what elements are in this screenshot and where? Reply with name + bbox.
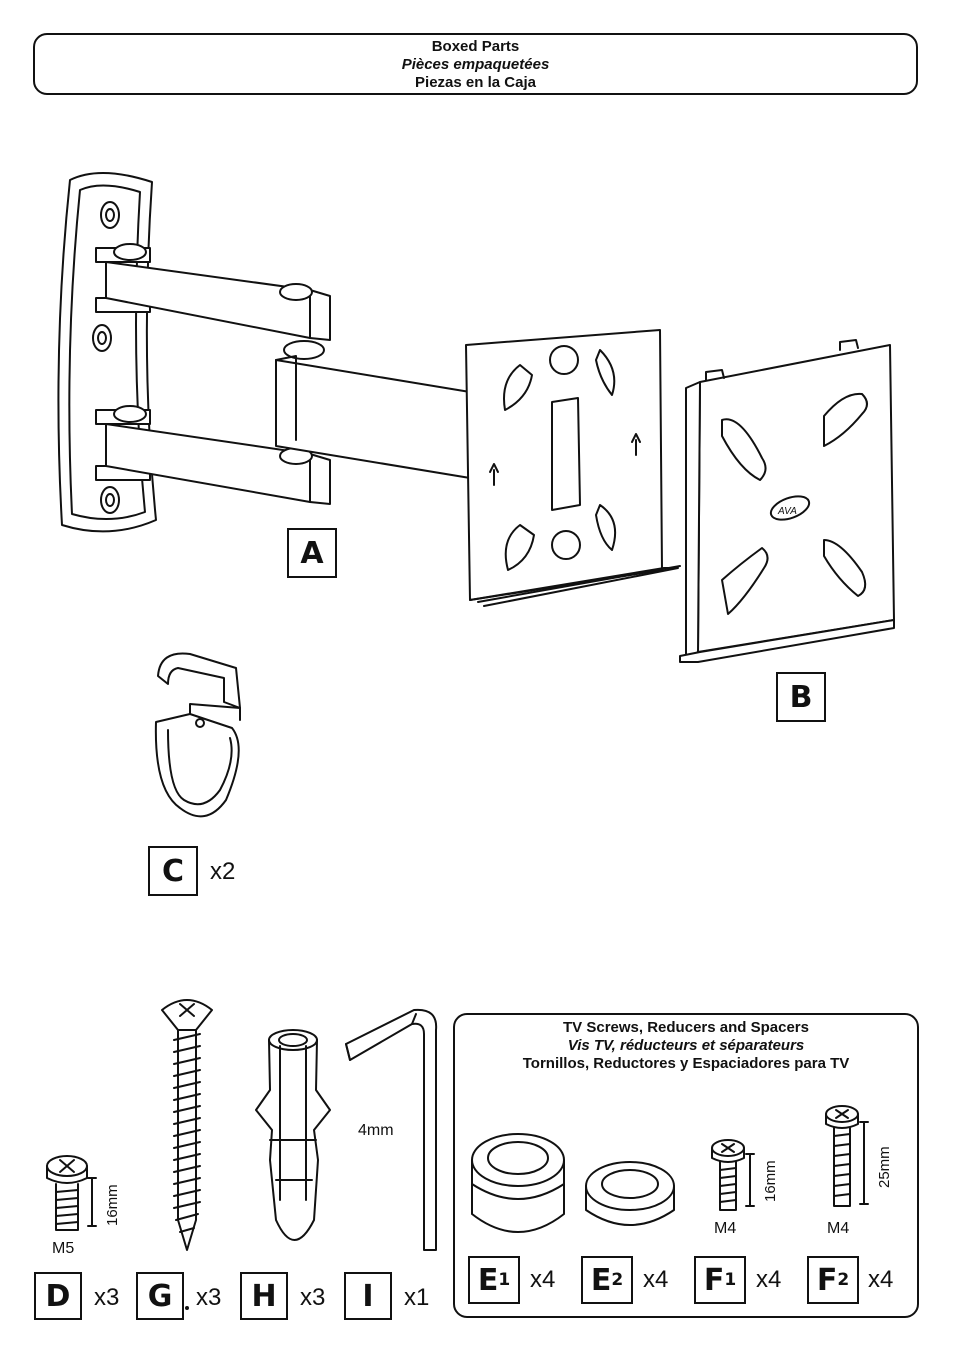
part-qty-i: x1 bbox=[404, 1284, 430, 1311]
header-title-fr: Pièces empaquetées bbox=[401, 56, 550, 73]
part-label-d: D bbox=[34, 1272, 82, 1320]
spacer-e1-drawing bbox=[471, 1133, 565, 1233]
part-label-e1-letter: E bbox=[477, 1262, 499, 1298]
part-qty-g: x3 bbox=[196, 1284, 222, 1311]
cable-clip-drawing bbox=[154, 652, 241, 818]
screw-f1-drawing bbox=[711, 1139, 755, 1211]
svg-text:AVA: AVA bbox=[777, 506, 797, 517]
part-qty-f1: x4 bbox=[756, 1266, 782, 1293]
tv-box-title-es: Tornillos, Reductores y Espaciadores par… bbox=[522, 1055, 850, 1072]
part-qty-f2: x4 bbox=[868, 1266, 894, 1293]
part-label-e2-sub: 2 bbox=[611, 1270, 624, 1290]
part-label-f1-sub: 1 bbox=[724, 1270, 737, 1290]
hex-key-size: 4mm bbox=[358, 1122, 394, 1139]
tv-hardware-box: TV Screws, Reducers and Spacers Vis TV, … bbox=[453, 1013, 919, 1318]
part-qty-d: x3 bbox=[94, 1284, 120, 1311]
part-label-g: G bbox=[136, 1272, 184, 1320]
part-label-h: H bbox=[240, 1272, 288, 1320]
part-label-e2-letter: E bbox=[590, 1262, 612, 1298]
part-qty-e2: x4 bbox=[643, 1266, 669, 1293]
screw-f2-size: M4 bbox=[827, 1220, 850, 1237]
part-label-e1-sub: 1 bbox=[498, 1270, 511, 1290]
tv-box-title-en: TV Screws, Reducers and Spacers bbox=[563, 1019, 809, 1036]
bracket-plate-drawing bbox=[465, 329, 681, 607]
part-label-f2-letter: F bbox=[816, 1262, 838, 1298]
screw-g-drawing bbox=[161, 999, 213, 1310]
screw-f2-length: 25mm bbox=[876, 1146, 893, 1188]
part-label-a: A bbox=[287, 528, 337, 578]
wall-arm-drawing bbox=[57, 172, 471, 533]
part-label-f1-letter: F bbox=[703, 1262, 725, 1298]
tv-box-title-fr: Vis TV, réducteurs et séparateurs bbox=[567, 1037, 805, 1054]
screw-d-length: 16mm bbox=[104, 1184, 121, 1226]
header-box: Boxed Parts Pièces empaquetées Piezas en… bbox=[33, 33, 918, 95]
part-label-b: B bbox=[776, 672, 826, 722]
vesa-plate-drawing: AVA bbox=[679, 339, 895, 663]
part-label-c: C bbox=[148, 846, 198, 896]
screw-d-drawing bbox=[46, 1155, 97, 1231]
anchor-h-drawing bbox=[255, 1029, 331, 1241]
part-label-f2-sub: 2 bbox=[837, 1270, 850, 1290]
part-label-i: I bbox=[344, 1272, 392, 1320]
screw-d-size: M5 bbox=[52, 1240, 75, 1257]
header-title-en: Boxed Parts bbox=[431, 38, 520, 55]
part-qty-c: x2 bbox=[210, 858, 236, 885]
screw-f1-length: 16mm bbox=[762, 1160, 779, 1202]
header-title-es: Piezas en la Caja bbox=[415, 74, 536, 91]
part-qty-e1: x4 bbox=[530, 1266, 556, 1293]
part-qty-h: x3 bbox=[300, 1284, 326, 1311]
spacer-e2-drawing bbox=[585, 1161, 675, 1226]
hex-key-i-drawing bbox=[345, 1008, 438, 1251]
screw-f2-drawing bbox=[825, 1105, 869, 1207]
screw-f1-size: M4 bbox=[714, 1220, 737, 1237]
